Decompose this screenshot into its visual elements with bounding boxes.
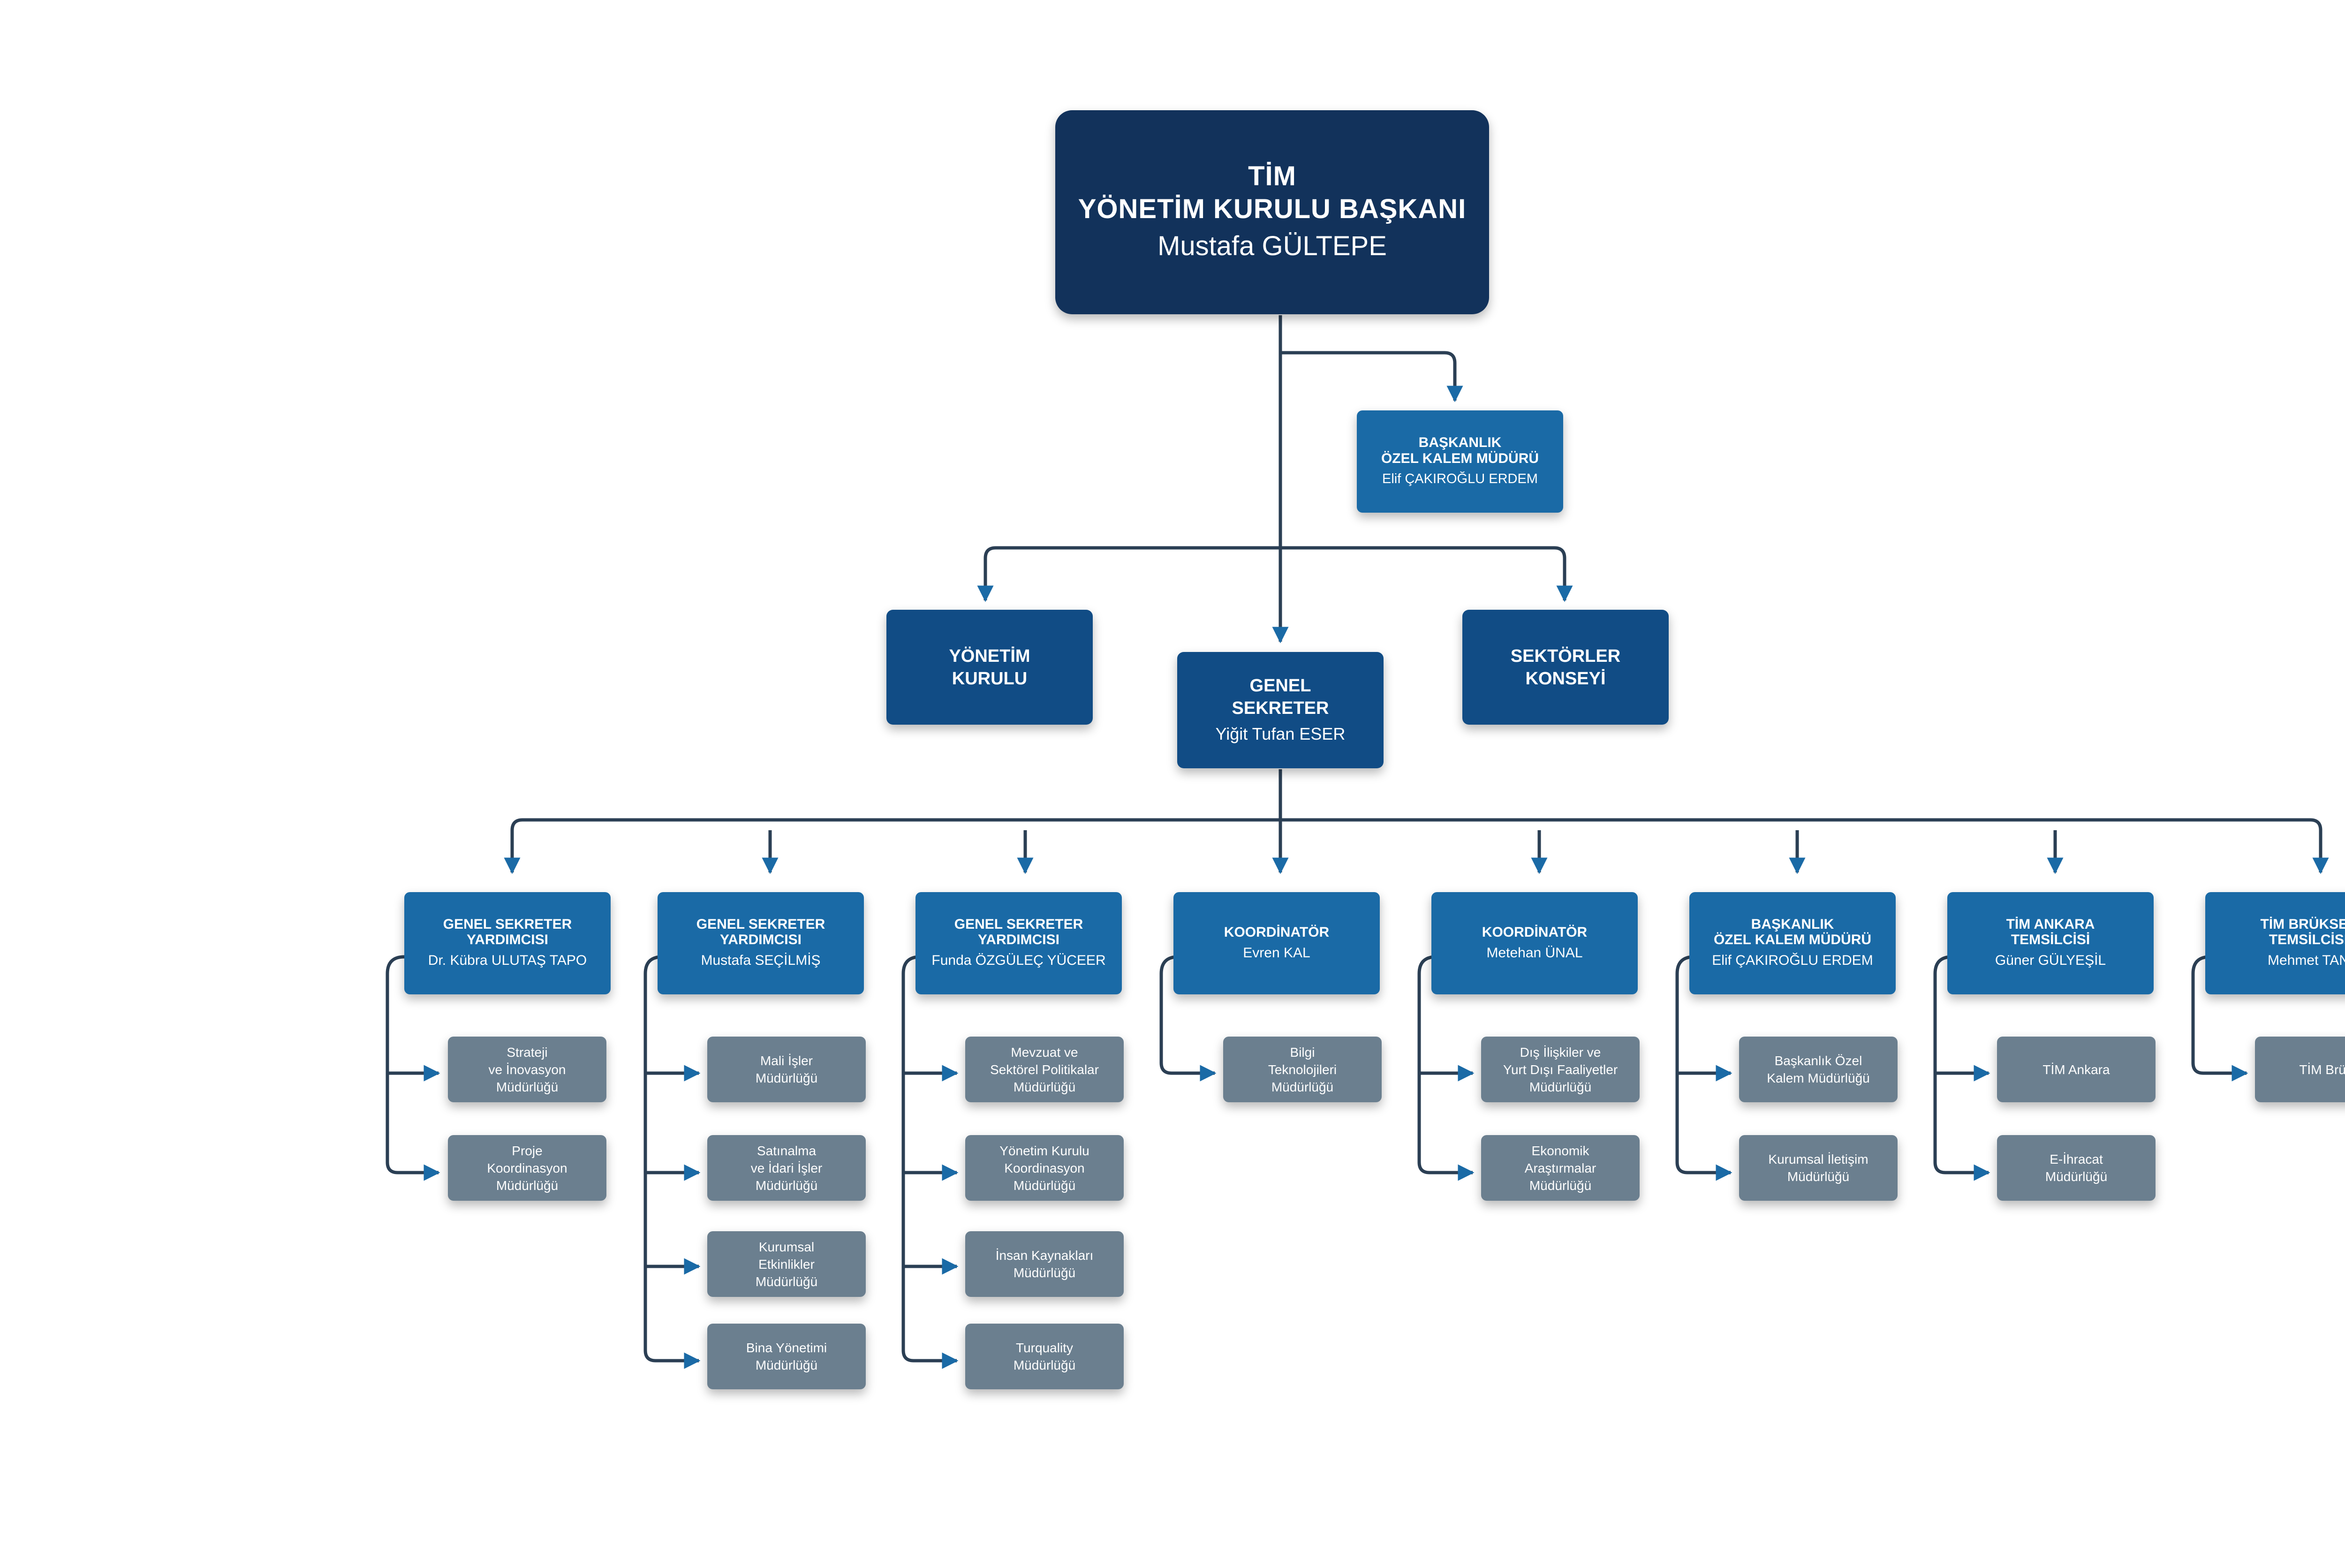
node-department: BAŞKANLIK ÖZEL KALEM MÜDÜRÜ Elif ÇAKIROĞ…: [1689, 892, 1896, 994]
ozel-kalem-name: Elif ÇAKIROĞLU ERDEM: [1382, 471, 1538, 486]
node-unit: Başkanlık Özel Kalem Müdürlüğü: [1739, 1037, 1898, 1102]
root-name: Mustafa GÜLTEPE: [1157, 230, 1387, 261]
node-root-president: TİM YÖNETİM KURULU BAŞKANI Mustafa GÜLTE…: [1055, 110, 1489, 314]
node-unit: Satınalma ve İdari İşler Müdürlüğü: [707, 1135, 866, 1201]
department-name: Elif ÇAKIROĞLU ERDEM: [1712, 953, 1873, 968]
node-unit: TİM Ankara: [1997, 1037, 2156, 1102]
node-department: KOORDİNATÖR Metehan ÜNAL: [1431, 892, 1638, 994]
node-unit: Strateji ve İnovasyon Müdürlüğü: [448, 1037, 606, 1102]
connector-root-ozel-kalem: [1280, 351, 1463, 402]
department-title: TİM BRÜKSEL TEMSİLCİSİ: [2260, 917, 2345, 947]
node-unit: Ekonomik Araştırmalar Müdürlüğü: [1481, 1135, 1640, 1201]
genel-sekreter-name: Yiğit Tufan ESER: [1215, 724, 1346, 743]
department-name: Dr. Kübra ULUTAŞ TAPO: [428, 953, 587, 968]
node-unit: Yönetim Kurulu Koordinasyon Müdürlüğü: [965, 1135, 1124, 1201]
root-title: TİM YÖNETİM KURULU BAŞKANI: [1078, 160, 1467, 224]
department-name: Funda ÖZGÜLEÇ YÜCEER: [931, 953, 1106, 968]
node-department: GENEL SEKRETER YARDIMCISI Dr. Kübra ULUT…: [404, 892, 611, 994]
department-name: Güner GÜLYEŞİL: [1995, 953, 2106, 968]
department-name: Mustafa SEÇİLMİŞ: [701, 953, 821, 968]
node-ozel-kalem: BAŞKANLIK ÖZEL KALEM MÜDÜRÜ Elif ÇAKIROĞ…: [1357, 410, 1563, 513]
node-unit: Mali İşler Müdürlüğü: [707, 1037, 866, 1102]
department-name: Evren KAL: [1243, 945, 1310, 961]
department-title: KOORDİNATÖR: [1482, 924, 1588, 940]
node-unit: Kurumsal İletişim Müdürlüğü: [1739, 1135, 1898, 1201]
department-name: Mehmet TAN: [2268, 953, 2345, 968]
node-unit: E-İhracat Müdürlüğü: [1997, 1135, 2156, 1201]
node-department: TİM ANKARA TEMSİLCİSİ Güner GÜLYEŞİL: [1947, 892, 2154, 994]
department-title: KOORDİNATÖR: [1224, 924, 1330, 940]
department-title: GENEL SEKRETER YARDIMCISI: [443, 917, 572, 947]
node-department: GENEL SEKRETER YARDIMCISI Funda ÖZGÜLEÇ …: [915, 892, 1122, 994]
node-department: TİM BRÜKSEL TEMSİLCİSİ Mehmet TAN: [2205, 892, 2345, 994]
ozel-kalem-title: BAŞKANLIK ÖZEL KALEM MÜDÜRÜ: [1381, 435, 1539, 466]
department-name: Metehan ÜNAL: [1486, 945, 1583, 961]
connector-yonetim-kurulu: [977, 546, 1280, 602]
node-unit: Bina Yönetimi Müdürlüğü: [707, 1324, 866, 1389]
genel-sekreter-title: GENEL SEKRETER: [1232, 676, 1329, 718]
node-sektorler-konseyi: SEKTÖRLER KONSEYİ: [1462, 610, 1669, 725]
node-unit: TİM Brüksel: [2255, 1037, 2345, 1102]
node-unit: Mevzuat ve Sektörel Politikalar Müdürlüğ…: [965, 1037, 1124, 1102]
node-department: GENEL SEKRETER YARDIMCISI Mustafa SEÇİLM…: [658, 892, 864, 994]
connector-sektorler: [1280, 546, 1573, 602]
sektorler-konseyi-title: SEKTÖRLER KONSEYİ: [1510, 646, 1621, 689]
node-department: KOORDİNATÖR Evren KAL: [1173, 892, 1380, 994]
department-title: TİM ANKARA TEMSİLCİSİ: [2006, 917, 2095, 947]
node-unit: İnsan Kaynakları Müdürlüğü: [965, 1231, 1124, 1297]
node-unit: Bilgi Teknolojileri Müdürlüğü: [1223, 1037, 1382, 1102]
node-unit: Turquality Müdürlüğü: [965, 1324, 1124, 1389]
node-yonetim-kurulu: YÖNETİM KURULU: [886, 610, 1093, 725]
node-unit: Kurumsal Etkinlikler Müdürlüğü: [707, 1231, 866, 1297]
department-title: GENEL SEKRETER YARDIMCISI: [696, 917, 825, 947]
department-title: GENEL SEKRETER YARDIMCISI: [954, 917, 1083, 947]
node-genel-sekreter: GENEL SEKRETER Yiğit Tufan ESER: [1177, 652, 1384, 768]
node-unit: Dış İlişkiler ve Yurt Dışı Faaliyetler M…: [1481, 1037, 1640, 1102]
yonetim-kurulu-title: YÖNETİM KURULU: [949, 646, 1030, 689]
node-unit: Proje Koordinasyon Müdürlüğü: [448, 1135, 606, 1201]
department-title: BAŞKANLIK ÖZEL KALEM MÜDÜRÜ: [1713, 917, 1872, 947]
